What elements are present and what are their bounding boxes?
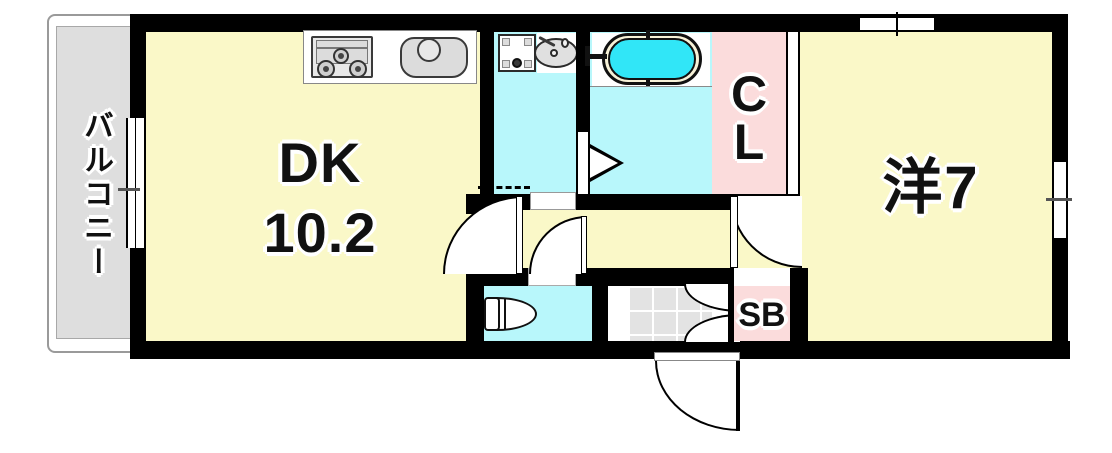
burner-right-core-icon [355, 66, 361, 72]
burner-left-core-icon [323, 66, 329, 72]
bathtub-faucet-stem-icon [585, 46, 590, 66]
washer-corner-tl-icon [502, 38, 510, 46]
wall-bath-bottom [576, 194, 712, 210]
wall-nub-hall-top [594, 194, 608, 210]
entrance-door-swing[interactable] [655, 361, 740, 431]
bathtub-faucet-icon [585, 54, 607, 59]
toilet-lid-line-icon [504, 299, 506, 329]
room-closet [712, 32, 786, 194]
closet-label-l: L [733, 114, 765, 170]
wall-washroom-left [480, 14, 494, 214]
vanity-knob-right-icon [561, 38, 569, 48]
balcony-floor [56, 26, 136, 339]
bedroom-door-leaf[interactable] [730, 196, 738, 268]
vanity-sink [534, 38, 578, 68]
washroom-threshold [478, 186, 530, 189]
room-shoebox [734, 286, 790, 341]
dk-area-label: 10.2 [263, 201, 377, 264]
dk-room-label: DK [278, 131, 362, 194]
washroom-door-opening[interactable] [530, 192, 576, 210]
bathtub-water [608, 38, 696, 80]
bathtub-drain-mark-icon [646, 30, 650, 38]
wall-entry-top [608, 268, 728, 286]
toilet-tank [484, 297, 500, 331]
balcony-door-handle-icon [118, 188, 140, 191]
burner-center-core-icon [338, 53, 344, 59]
bath-folding-door-inner-icon [590, 148, 618, 178]
entrance-door-leaf[interactable] [736, 361, 740, 431]
bathtub-overflow-mark-icon [646, 80, 650, 88]
dk-door-right-leaf[interactable] [581, 216, 587, 274]
wall-bottom-mid [470, 341, 1070, 359]
closet-label-c: C [730, 66, 768, 122]
bedroom-label: 洋7 [882, 154, 980, 221]
entrance-door-threshold [654, 352, 740, 361]
wall-sb-left [728, 268, 734, 359]
stove-grate [316, 40, 368, 48]
wall-toilet-right [592, 268, 608, 359]
wall-nub-dk-bottom-right [466, 341, 484, 359]
wall-sb-right [790, 268, 808, 359]
dk-door-left-leaf[interactable] [516, 196, 523, 274]
wall-bottom-left [130, 341, 480, 359]
sink-drain-icon [417, 38, 441, 62]
balcony-label: バルコニー [79, 110, 112, 280]
balcony-door-mullion [135, 118, 138, 248]
vanity-knob-left-icon [550, 49, 558, 57]
wall-top [130, 14, 1068, 32]
bedroom-right-window-mullion [1046, 198, 1072, 201]
bath-door-frame[interactable] [578, 132, 590, 194]
washer-corner-tr-icon [524, 38, 532, 46]
closet-door-jamb[interactable] [786, 32, 800, 194]
washer-drain-icon [512, 58, 522, 68]
wall-toilet-left [466, 268, 484, 359]
washer-corner-br-icon [524, 60, 532, 68]
washer-corner-bl-icon [502, 60, 510, 68]
room-bedroom [800, 32, 1052, 341]
shoebox-label: SB [738, 296, 786, 334]
bedroom-top-window-mullion [896, 12, 898, 36]
